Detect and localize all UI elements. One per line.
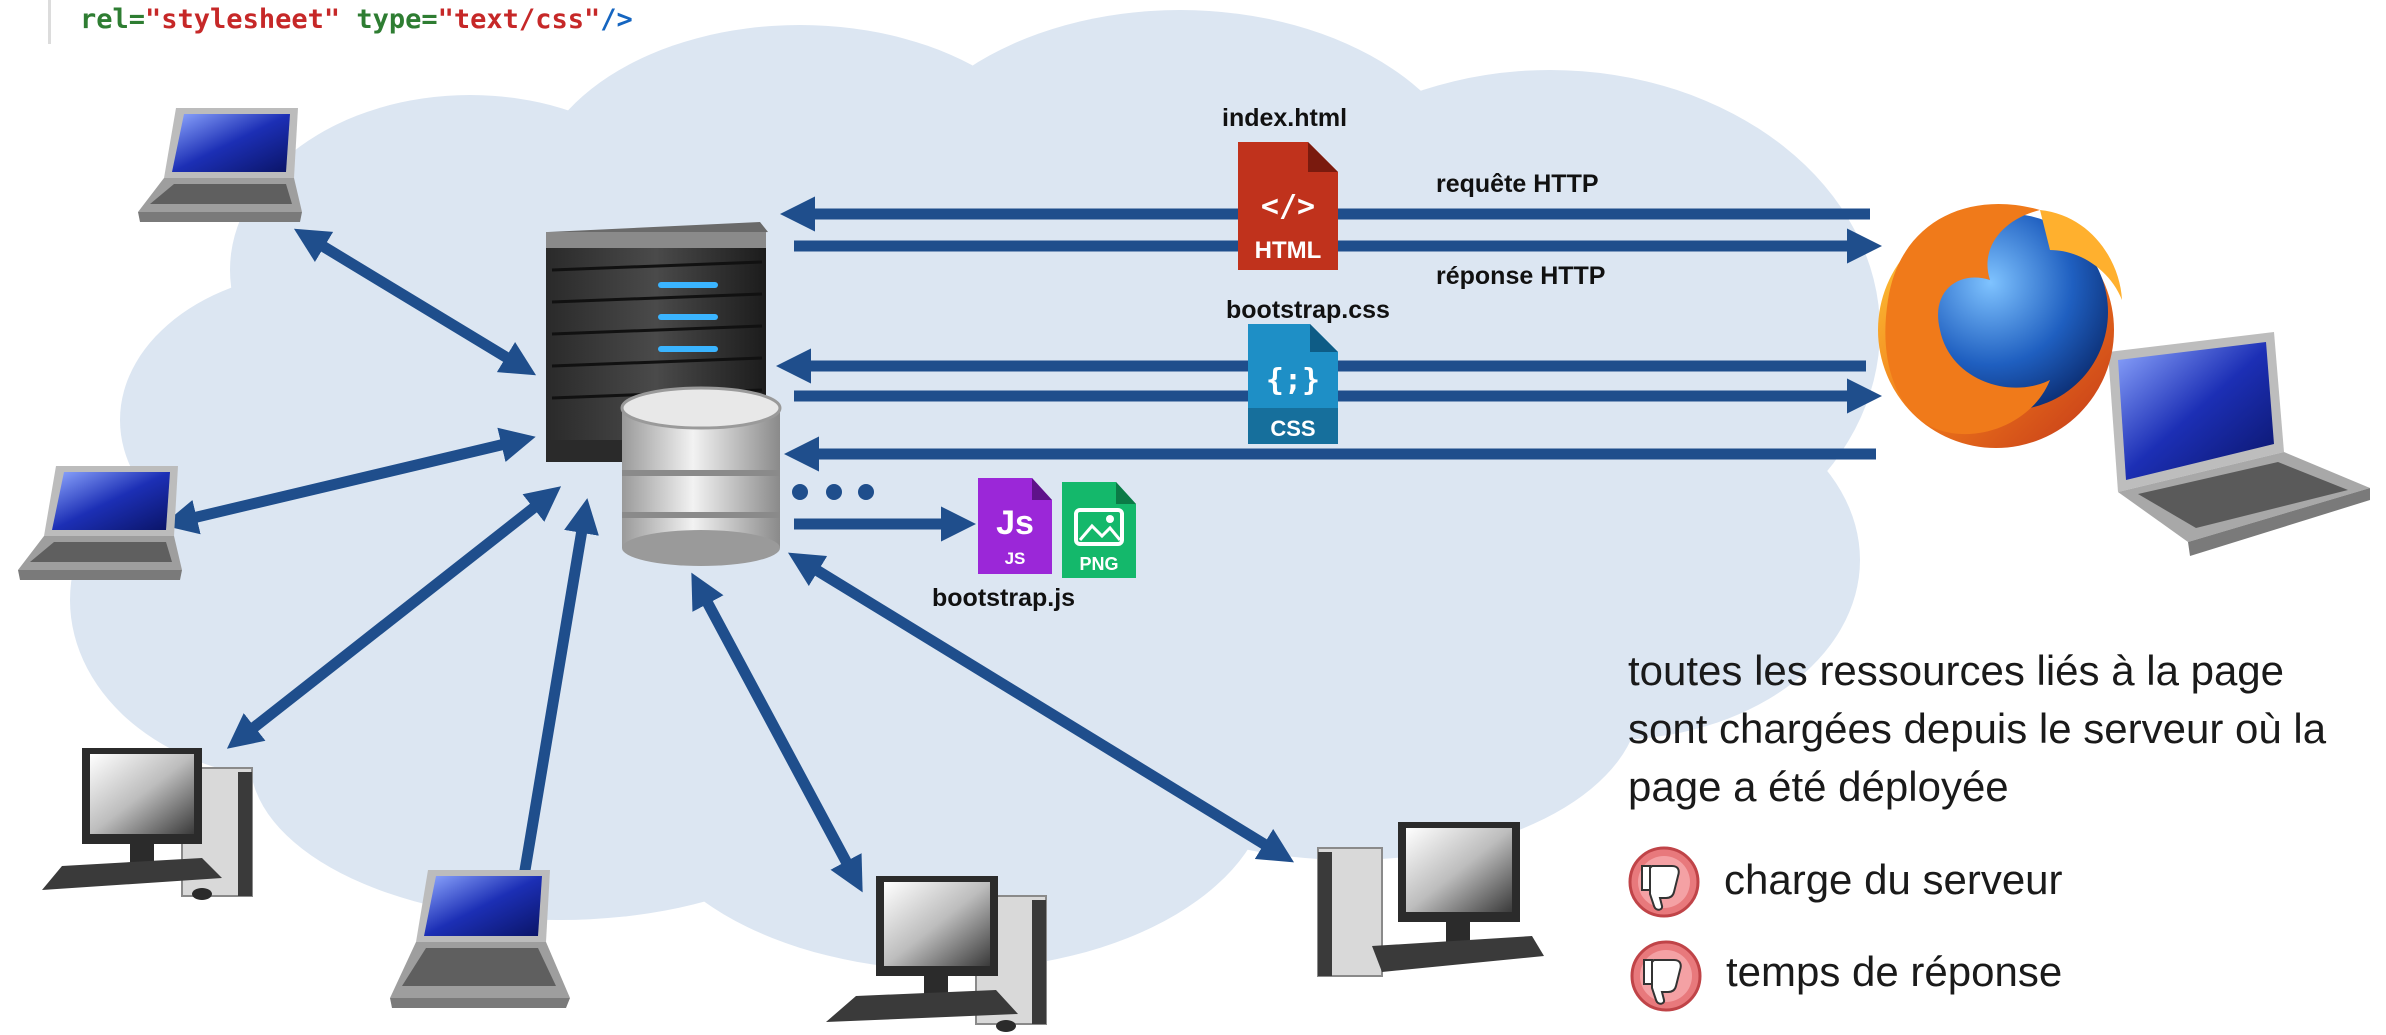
code-val-type: "text/css" bbox=[437, 4, 601, 35]
laptop-icon-2 bbox=[18, 466, 182, 580]
con-label-response-time: temps de réponse bbox=[1726, 948, 2063, 995]
png-file-text: PNG bbox=[1079, 554, 1118, 574]
js-file-code: Js bbox=[996, 504, 1034, 542]
code-attr-type: type= bbox=[356, 4, 438, 35]
css-file-code: {;} bbox=[1266, 363, 1320, 398]
network-cloud bbox=[70, 10, 1880, 970]
firefox-logo bbox=[1878, 204, 2122, 448]
response-label: réponse HTTP bbox=[1436, 262, 1606, 290]
arrow-laptop-3 bbox=[506, 498, 599, 914]
laptop-icon-3 bbox=[390, 870, 570, 1008]
code-attr-rel: rel= bbox=[80, 4, 146, 35]
js-file-label: bootstrap.js bbox=[932, 584, 1076, 612]
css-file-label: bootstrap.css bbox=[1226, 296, 1390, 324]
code-val-rel: "stylesheet" bbox=[145, 4, 341, 35]
database-icon bbox=[620, 386, 782, 566]
request-label: requête HTTP bbox=[1436, 170, 1599, 198]
desktop-icon-3 bbox=[1317, 822, 1544, 977]
ellipsis-dots bbox=[792, 484, 874, 500]
arrow-laptop-1 bbox=[293, 228, 537, 376]
css-file-icon: {;} CSS bbox=[1248, 324, 1338, 444]
html-file-text: HTML bbox=[1255, 237, 1322, 264]
js-file-text: JS bbox=[1005, 549, 1026, 568]
arrow-desktop-1 bbox=[226, 486, 562, 749]
desktop-icon-1 bbox=[42, 748, 253, 900]
code-snippet: rel="stylesheet" type="text/css"/> bbox=[80, 4, 633, 35]
arrow-desktop-3 bbox=[787, 552, 1295, 863]
desktop-icon-2 bbox=[826, 876, 1047, 1032]
browser-laptop-icon bbox=[2108, 332, 2370, 556]
html-file-code: </> bbox=[1261, 189, 1315, 224]
con-label-server-load: charge du serveur bbox=[1724, 856, 2063, 903]
thumbs-down-icon bbox=[1628, 846, 1700, 918]
js-file-icon: Js JS bbox=[978, 478, 1052, 574]
code-close-tag: /> bbox=[600, 4, 633, 35]
thumbs-down-icon bbox=[1630, 940, 1702, 1012]
laptop-icon-1 bbox=[138, 108, 302, 222]
html-file-icon: </> HTML bbox=[1238, 142, 1338, 270]
code-gutter bbox=[48, 0, 51, 44]
css-file-text: CSS bbox=[1270, 416, 1315, 441]
index-file-label: index.html bbox=[1222, 104, 1348, 132]
note-text: toutes les ressources liés à la page son… bbox=[1628, 647, 2327, 810]
client-arrows bbox=[162, 228, 1295, 914]
png-file-icon: PNG bbox=[1062, 482, 1136, 578]
